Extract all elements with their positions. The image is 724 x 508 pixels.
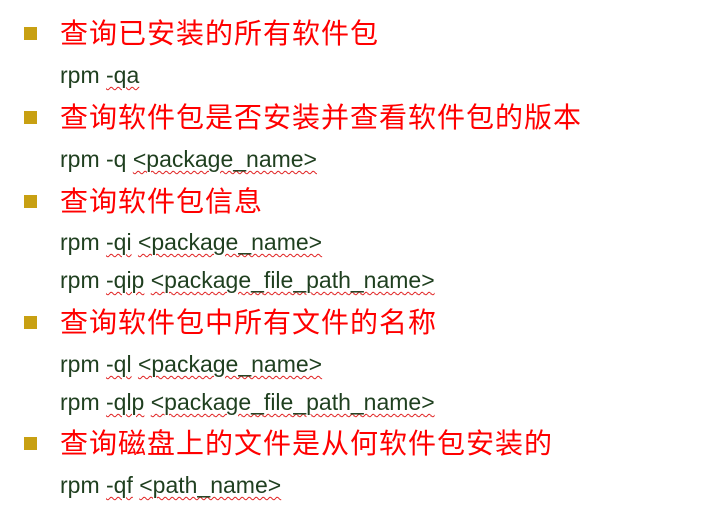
command-prefix: rpm: [60, 267, 106, 293]
square-bullet-icon: [24, 316, 37, 329]
command-prefix: rpm: [60, 472, 106, 498]
command-argument: <path_name>: [139, 472, 282, 498]
bullet-item-info: 查询软件包信息: [0, 182, 724, 222]
section-heading: 查询软件包信息: [60, 185, 264, 218]
section-heading: 查询软件包是否安装并查看软件包的版本: [60, 101, 583, 134]
command-argument: <package_name>: [137, 351, 323, 377]
bullet-item-files: 查询软件包中所有文件的名称: [0, 303, 724, 343]
command-prefix: rpm: [60, 389, 106, 415]
command-line: rpm -qip <package_file_path_name>: [60, 264, 435, 296]
section-heading: 查询已安装的所有软件包: [60, 17, 380, 50]
command-flag: -qa: [106, 62, 140, 88]
command-argument: <package_name>: [137, 229, 323, 255]
bullet-item-installed: 查询已安装的所有软件包: [0, 14, 724, 54]
square-bullet-icon: [24, 111, 37, 124]
square-bullet-icon: [24, 195, 37, 208]
command-flag: -qlp: [106, 389, 145, 415]
command-prefix: rpm: [60, 146, 106, 172]
command-argument: <package_file_path_name>: [150, 389, 435, 415]
command-argument: <package_file_path_name>: [150, 267, 435, 293]
command-flag: -q: [106, 146, 127, 172]
bullet-item-version: 查询软件包是否安装并查看软件包的版本: [0, 98, 724, 138]
command-flag: -qf: [106, 472, 133, 498]
square-bullet-icon: [24, 27, 37, 40]
square-bullet-icon: [24, 437, 37, 450]
bullet-item-owner: 查询磁盘上的文件是从何软件包安装的: [0, 424, 724, 464]
command-line: rpm -q <package_name>: [60, 143, 317, 175]
command-prefix: rpm: [60, 62, 106, 88]
command-line: rpm -qi <package_name>: [60, 226, 322, 258]
command-prefix: rpm: [60, 229, 106, 255]
command-flag: -ql: [106, 351, 132, 377]
section-heading: 查询软件包中所有文件的名称: [60, 306, 438, 339]
command-line: rpm -ql <package_name>: [60, 348, 322, 380]
section-heading: 查询磁盘上的文件是从何软件包安装的: [60, 427, 554, 460]
command-argument: <package_name>: [132, 146, 317, 172]
command-flag: -qip: [106, 267, 145, 293]
command-line: rpm -qa: [60, 59, 139, 91]
command-line: rpm -qlp <package_file_path_name>: [60, 386, 435, 418]
command-flag: -qi: [106, 229, 132, 255]
command-line: rpm -qf <path_name>: [60, 469, 281, 501]
command-prefix: rpm: [60, 351, 106, 377]
